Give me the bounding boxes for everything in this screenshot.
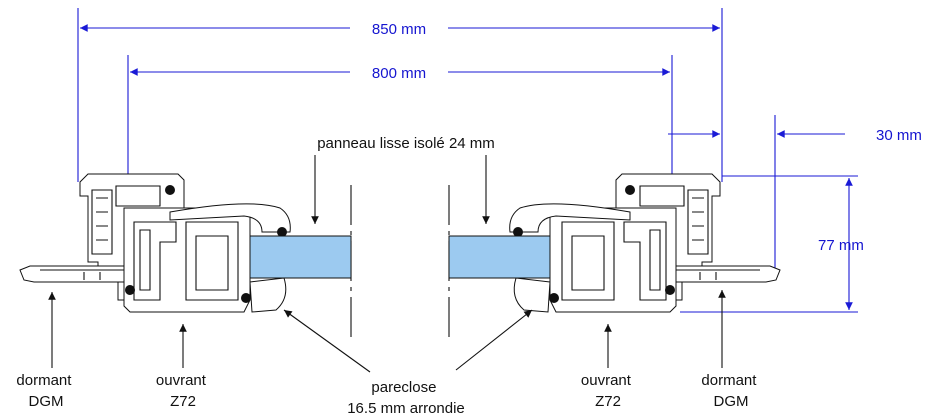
callout-dormant-right-line2: DGM [714, 393, 749, 410]
callout-dormant-right-line1: dormant [701, 372, 757, 389]
callout-ouvrant-left-line2: Z72 [170, 393, 196, 410]
callout-ouvrant-left-line1: ouvrant [156, 372, 207, 389]
panel-label: panneau lisse isolé 24 mm [317, 135, 495, 152]
callout-pareclose-line2: 16.5 mm arrondie [347, 400, 465, 417]
dimension-height: 77 mm [680, 175, 864, 313]
arrow-pareclose-left [283, 309, 371, 373]
glazing-panel-left [249, 235, 352, 279]
right-frame-profile [509, 173, 781, 313]
dimension-offset-label: 30 mm [876, 127, 922, 144]
glazing-panel-right [448, 235, 551, 279]
callout-ouvrant-right-line1: ouvrant [581, 372, 632, 389]
dimension-inner-label: 800 mm [372, 65, 426, 82]
callout-ouvrant-right-line2: Z72 [595, 393, 621, 410]
callout-dormant-left: dormant DGM [16, 372, 75, 410]
callout-ouvrant-left: ouvrant Z72 [156, 372, 210, 410]
dimension-height-label: 77 mm [818, 237, 864, 254]
callout-ouvrant-right: ouvrant Z72 [581, 372, 635, 410]
arrow-pareclose-right [455, 309, 533, 371]
dimension-overall: 850 mm [77, 8, 723, 182]
callout-dormant-left-line2: DGM [29, 393, 64, 410]
callout-dormant-right: dormant DGM [701, 372, 760, 410]
callout-dormant-left-line1: dormant [16, 372, 72, 389]
dimension-inner: 800 mm [127, 55, 673, 178]
callout-pareclose-line1: pareclose [371, 379, 436, 396]
dimension-overall-label: 850 mm [372, 21, 426, 38]
callout-pareclose: pareclose 16.5 mm arrondie [347, 379, 465, 417]
dimension-offset: 30 mm [668, 115, 922, 270]
left-frame-profile [19, 173, 291, 313]
